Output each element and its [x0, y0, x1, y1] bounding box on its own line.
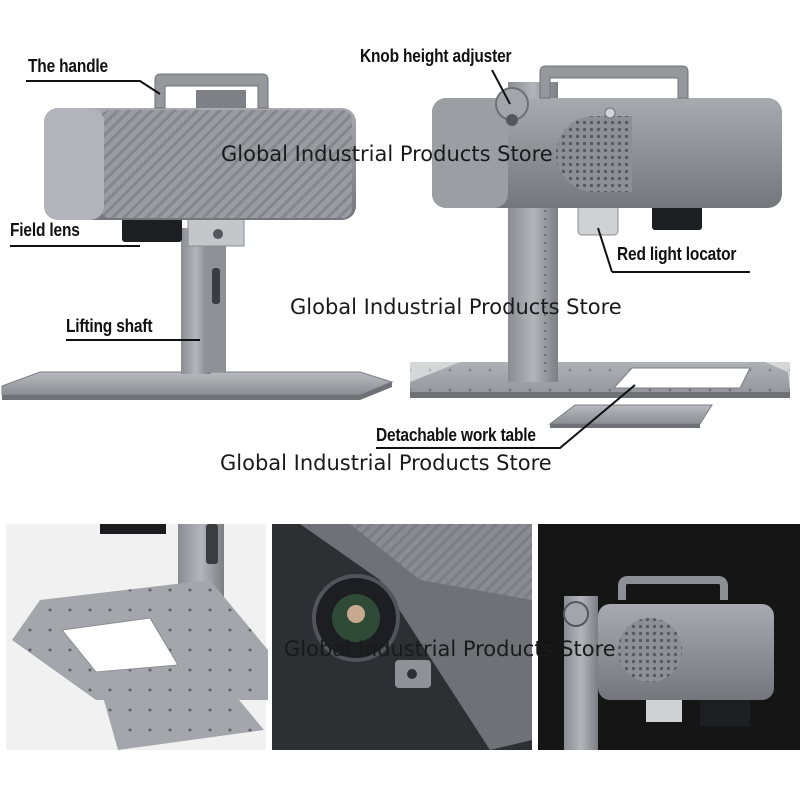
watermark-text: Global Industrial Products Store: [290, 295, 622, 319]
red-light-leader: [597, 227, 750, 273]
work-table-leader: [376, 384, 636, 449]
left-base-plate: [1, 371, 394, 396]
watermark-text: Global Industrial Products Store: [220, 451, 552, 475]
detachable-work-table: [548, 404, 713, 425]
label-field-lens: Field lens: [10, 220, 80, 240]
label-red-light-locator: Red light locator: [617, 244, 737, 264]
knob-leader: [491, 69, 511, 105]
detail-photo-side-view: [538, 524, 800, 750]
label-detachable-work-table: Detachable work table: [376, 425, 536, 445]
watermark-text: Global Industrial Products Store: [284, 637, 616, 661]
watermark-text: Global Industrial Products Store: [221, 142, 553, 166]
label-knob-height-adjuster: Knob height adjuster: [360, 46, 512, 66]
callout-lines: [10, 69, 750, 449]
left-machine: [1, 73, 394, 400]
right-handle: [539, 65, 689, 99]
detail-photo-lens-underside: [272, 524, 532, 750]
left-handle: [154, 73, 269, 109]
detail-photo-work-table: [6, 524, 268, 750]
handle-leader: [26, 80, 161, 95]
right-machine: [410, 65, 790, 428]
label-the-handle: The handle: [28, 56, 108, 76]
label-lifting-shaft: Lifting shaft: [66, 316, 153, 336]
